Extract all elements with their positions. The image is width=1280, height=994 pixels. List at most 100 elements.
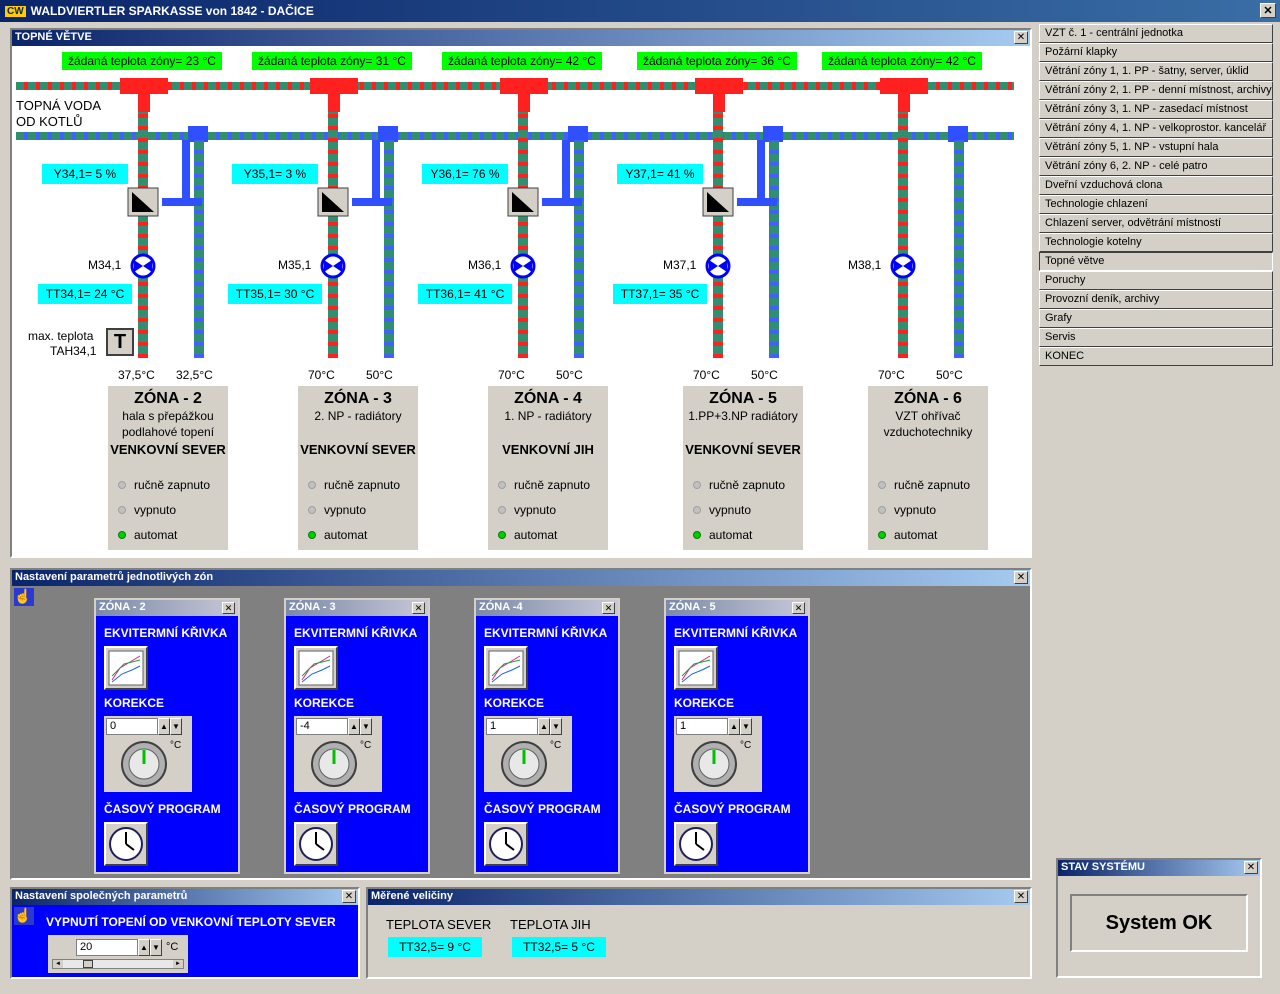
mode-radio-0[interactable]: ručně zapnuto [308, 478, 400, 492]
heating-cutoff-input[interactable]: 20 [76, 939, 138, 956]
zone-param-close-button[interactable]: ✕ [602, 602, 615, 614]
clock-icon[interactable] [674, 822, 718, 866]
correction-input[interactable]: 1 [486, 718, 538, 735]
radio-dot[interactable] [878, 506, 886, 514]
mode-radio-2[interactable]: automat [693, 528, 752, 542]
mode-radio-0[interactable]: ručně zapnuto [693, 478, 785, 492]
radio-dot[interactable] [878, 481, 886, 489]
slider-thumb[interactable] [83, 960, 93, 968]
mode-radio-2[interactable]: automat [498, 528, 557, 542]
return-temp-label: 32,5°C [176, 368, 213, 382]
mode-radio-0[interactable]: ručně zapnuto [498, 478, 590, 492]
slider-right-arrow[interactable]: ► [173, 960, 183, 968]
correction-input[interactable]: 1 [676, 718, 728, 735]
correction-down-arrow[interactable]: ▼ [170, 718, 182, 735]
radio-dot[interactable] [498, 531, 506, 539]
radio-dot[interactable] [498, 481, 506, 489]
mode-radio-1[interactable]: vypnuto [693, 503, 751, 517]
menu-item-7[interactable]: Větrání zóny 6, 2. NP - celé patro [1039, 157, 1273, 176]
zone-parameters-panel-close-button[interactable]: ✕ [1014, 571, 1028, 584]
window-close-button[interactable]: ✕ [1260, 3, 1276, 18]
menu-item-1[interactable]: Požární klapky [1039, 43, 1273, 62]
menu-item-16[interactable]: Servis [1039, 328, 1273, 347]
hand-cursor-icon: ☝ [14, 588, 34, 606]
menu-item-5[interactable]: Větrání zóny 4, 1. NP - velkoprostor. ka… [1039, 119, 1273, 138]
correction-knob-icon[interactable] [498, 738, 554, 788]
radio-dot[interactable] [118, 481, 126, 489]
window-titlebar: CW WALDVIERTLER SPARKASSE von 1842 - DAČ… [0, 0, 1280, 22]
slider-left-arrow[interactable]: ◄ [53, 960, 63, 968]
radio-dot[interactable] [693, 531, 701, 539]
menu-item-4[interactable]: Větrání zóny 3, 1. NP - zasedací místnos… [1039, 100, 1273, 119]
radio-dot[interactable] [118, 506, 126, 514]
curve-chart-icon[interactable] [294, 646, 338, 690]
clock-icon[interactable] [294, 822, 338, 866]
menu-item-17[interactable]: KONEC [1039, 347, 1273, 366]
correction-up-arrow[interactable]: ▲ [538, 718, 550, 735]
menu-item-11[interactable]: Technologie kotelny [1039, 233, 1273, 252]
heating-cutoff-up-arrow[interactable]: ▲ [138, 939, 150, 956]
zone-description-1: 1.PP+3.NP radiátory [688, 409, 798, 423]
mode-radio-1[interactable]: vypnuto [118, 503, 176, 517]
mode-radio-2[interactable]: automat [878, 528, 937, 542]
curve-chart-icon[interactable] [484, 646, 528, 690]
menu-item-14[interactable]: Provozní deník, archivy [1039, 290, 1273, 309]
correction-down-arrow[interactable]: ▼ [360, 718, 372, 735]
mode-radio-1[interactable]: vypnuto [498, 503, 556, 517]
mode-radio-2[interactable]: automat [118, 528, 177, 542]
radio-dot[interactable] [498, 506, 506, 514]
radio-dot[interactable] [693, 506, 701, 514]
correction-knob-icon[interactable] [308, 738, 364, 788]
zone-param-close-button[interactable]: ✕ [792, 602, 805, 614]
correction-up-arrow[interactable]: ▲ [158, 718, 170, 735]
correction-up-arrow[interactable]: ▲ [348, 718, 360, 735]
radio-dot[interactable] [878, 531, 886, 539]
common-parameters-panel-close-button[interactable]: ✕ [342, 890, 356, 903]
radio-dot[interactable] [118, 531, 126, 539]
correction-down-arrow[interactable]: ▼ [740, 718, 752, 735]
mode-radio-1[interactable]: vypnuto [878, 503, 936, 517]
curve-chart-icon[interactable] [674, 646, 718, 690]
heating-cutoff-slider[interactable]: ◄ ► [52, 959, 184, 969]
menu-item-6[interactable]: Větrání zóny 5, 1. NP - vstupní hala [1039, 138, 1273, 157]
radio-dot[interactable] [693, 481, 701, 489]
zone-param-close-button[interactable]: ✕ [222, 602, 235, 614]
system-status-panel-close-button[interactable]: ✕ [1244, 861, 1258, 874]
clock-icon[interactable] [484, 822, 528, 866]
measured-values-panel-close-button[interactable]: ✕ [1014, 890, 1028, 903]
correction-input[interactable]: -4 [296, 718, 348, 735]
curve-chart-icon[interactable] [104, 646, 148, 690]
menu-item-0[interactable]: VZT č. 1 - centrální jednotka [1039, 24, 1273, 43]
mode-label: vypnuto [324, 503, 367, 517]
zone-name: ZÓNA - 4 [514, 390, 582, 407]
radio-dot[interactable] [308, 481, 316, 489]
menu-item-8[interactable]: Dveřní vzduchová clona [1039, 176, 1273, 195]
mode-radio-2[interactable]: automat [308, 528, 367, 542]
correction-knob-icon[interactable] [688, 738, 744, 788]
heating-cutoff-down-arrow[interactable]: ▼ [150, 939, 162, 956]
menu-item-13[interactable]: Poruchy [1039, 271, 1273, 290]
max-temp-thermostat-icon[interactable]: T [106, 328, 134, 356]
supply-temp-label: 37,5°C [118, 368, 155, 382]
zone-param-close-button[interactable]: ✕ [412, 602, 425, 614]
menu-item-10[interactable]: Chlazení server, odvětrání místností [1039, 214, 1273, 233]
mode-radio-0[interactable]: ručně zapnuto [118, 478, 210, 492]
temp-north-label: TEPLOTA SEVER [386, 917, 492, 932]
correction-up-arrow[interactable]: ▲ [728, 718, 740, 735]
radio-dot[interactable] [308, 506, 316, 514]
mode-radio-0[interactable]: ručně zapnuto [878, 478, 970, 492]
radio-dot[interactable] [308, 531, 316, 539]
menu-item-2[interactable]: Větrání zóny 1, 1. PP - šatny, server, ú… [1039, 62, 1273, 81]
menu-item-12[interactable]: Topné větve [1039, 252, 1273, 271]
correction-knob-icon[interactable] [118, 738, 174, 788]
menu-item-3[interactable]: Větrání zóny 2, 1. PP - denní místnost, … [1039, 81, 1273, 100]
heating-panel-close-button[interactable]: ✕ [1014, 31, 1028, 44]
menu-item-9[interactable]: Technologie chlazení [1039, 195, 1273, 214]
mode-radio-1[interactable]: vypnuto [308, 503, 366, 517]
correction-down-arrow[interactable]: ▼ [550, 718, 562, 735]
menu-item-15[interactable]: Grafy [1039, 309, 1273, 328]
clock-icon[interactable] [104, 822, 148, 866]
correction-input[interactable]: 0 [106, 718, 158, 735]
bypass-pipe [162, 198, 202, 206]
supply-branch-pipe [328, 112, 338, 358]
